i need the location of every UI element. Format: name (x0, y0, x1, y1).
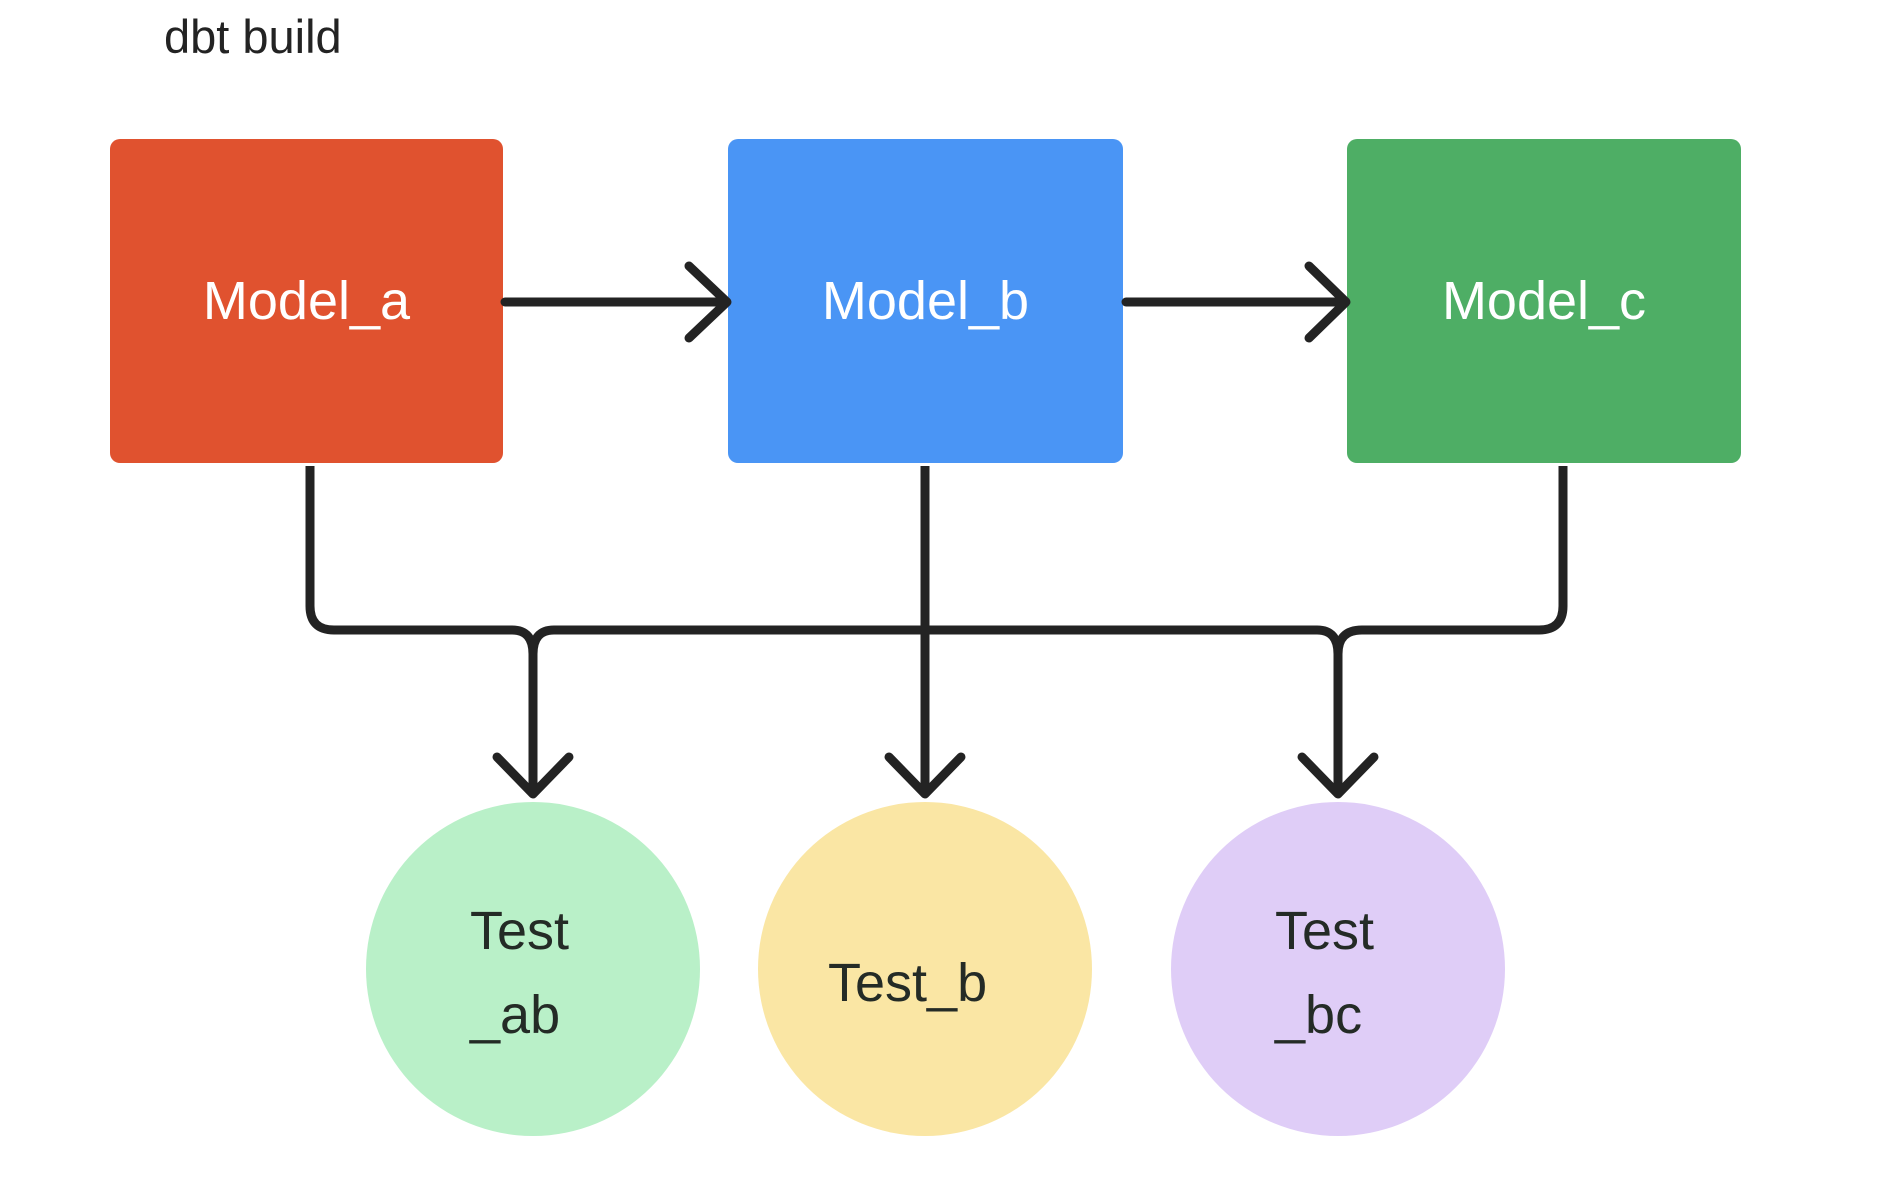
test-ab-label-line1: Test (470, 901, 570, 961)
arrowhead-test-b (884, 752, 966, 799)
arrowhead-test-ab (492, 752, 574, 799)
model-c-box[interactable] (1347, 139, 1741, 463)
test-bc-label-group: Test _bc (1171, 890, 1505, 1057)
edge-bus-models-to-tests (305, 466, 1568, 790)
test-b-label-group: Test_b (758, 942, 1092, 1026)
test-bc-label-line1: Test (1275, 901, 1375, 961)
diagram-title: dbt build (164, 10, 342, 63)
test-b-label-line1: Test_b (828, 953, 988, 1013)
test-ab-label-line2: _ab (470, 984, 561, 1045)
arrowhead-test-bc (1297, 752, 1379, 799)
edge-junction-to-test-bc-left (1316, 625, 1343, 655)
edge-model-a-to-test-ab-path (305, 466, 512, 635)
model-a-box[interactable] (110, 139, 503, 463)
edge-model-a-to-model-b (500, 261, 732, 343)
test-bc-label-line2: _bc (1275, 984, 1363, 1045)
edge-model-c-to-test-bc-path (1362, 466, 1568, 635)
test-bc-circle[interactable] (1171, 802, 1505, 1136)
test-ab-circle[interactable] (366, 802, 700, 1136)
model-b-box[interactable] (728, 139, 1123, 463)
test-ab-label-group: Test _ab (366, 890, 700, 1057)
test-b-circle[interactable] (758, 802, 1092, 1136)
edge-model-b-to-model-c (1121, 261, 1351, 343)
edge-junction-to-test-ab-right (528, 625, 555, 655)
